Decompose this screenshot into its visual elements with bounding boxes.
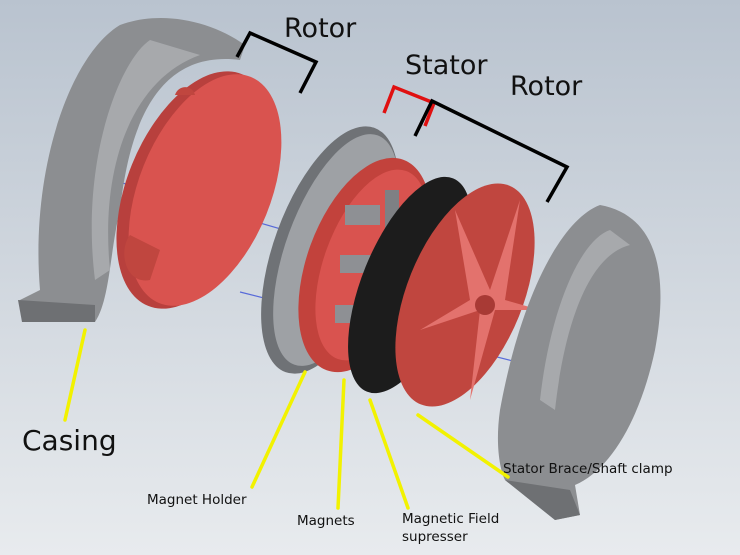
rotor-label-right: Rotor: [510, 71, 583, 102]
magnet-holder-label: Magnet Holder: [147, 492, 247, 508]
right-casing-ring: [497, 205, 661, 520]
field-suppresser-label-line2: supresser: [402, 529, 468, 545]
field-suppresser-label-line1: Magnetic Field: [402, 511, 500, 527]
left-casing-ring: [18, 17, 245, 322]
stator-brace-label: Stator Brace/Shaft clamp: [503, 461, 673, 477]
rotor-label-top: Rotor: [284, 13, 357, 44]
stator-bracket: [382, 84, 437, 127]
rotor-bracket-top: [235, 30, 319, 94]
rotor-bracket-right: [413, 98, 570, 203]
stator-label: Stator: [405, 50, 488, 81]
casing-label: Casing: [22, 424, 117, 457]
stator-brace: [395, 183, 540, 407]
left-rotor-disc: [116, 71, 282, 309]
magnets-label: Magnets: [297, 513, 355, 529]
leader-lines: [63, 328, 510, 510]
